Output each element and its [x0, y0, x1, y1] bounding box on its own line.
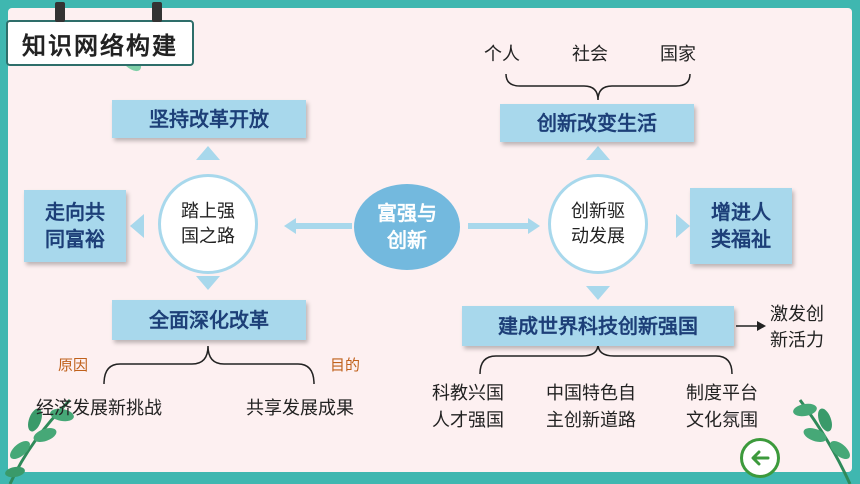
purpose-text: 共享发展成果	[246, 398, 354, 419]
leaf-decoration-right-icon	[793, 399, 852, 484]
left-top-box: 坚持改革开放	[112, 100, 306, 138]
right-bottom-box: 建成世界科技创新强国	[462, 306, 734, 346]
left-circle-node: 踏上强 国之路	[158, 174, 258, 274]
top-item-nation: 国家	[660, 44, 696, 65]
page-title: 知识网络构建	[6, 20, 194, 66]
clip-icon	[152, 2, 162, 22]
bottom-item-1: 科教兴国 人才强国	[432, 383, 504, 431]
right-top-box: 创新改变生活	[500, 104, 694, 142]
back-arrow-icon	[751, 450, 770, 466]
purpose-label: 目的	[330, 356, 361, 374]
right-circle-node: 创新驱 动发展	[548, 174, 648, 274]
back-button[interactable]	[740, 438, 780, 478]
leaf-decoration-left-icon	[5, 398, 74, 484]
clip-icon	[55, 2, 65, 22]
arrow-result-text: 激发创 新活力	[770, 304, 824, 352]
top-item-individual: 个人	[484, 44, 520, 65]
center-node: 富强与 创新	[354, 184, 460, 270]
top-item-society: 社会	[572, 44, 608, 65]
bottom-item-2: 中国特色自 主创新道路	[546, 383, 636, 431]
reason-label: 原因	[58, 356, 89, 374]
left-side-box: 走向共 同富裕	[24, 190, 126, 262]
right-side-box: 增进人 类福祉	[690, 188, 792, 264]
left-bottom-box: 全面深化改革	[112, 300, 306, 340]
reason-text: 经济发展新挑战	[36, 398, 162, 419]
bottom-item-3: 制度平台 文化氛围	[686, 383, 758, 431]
